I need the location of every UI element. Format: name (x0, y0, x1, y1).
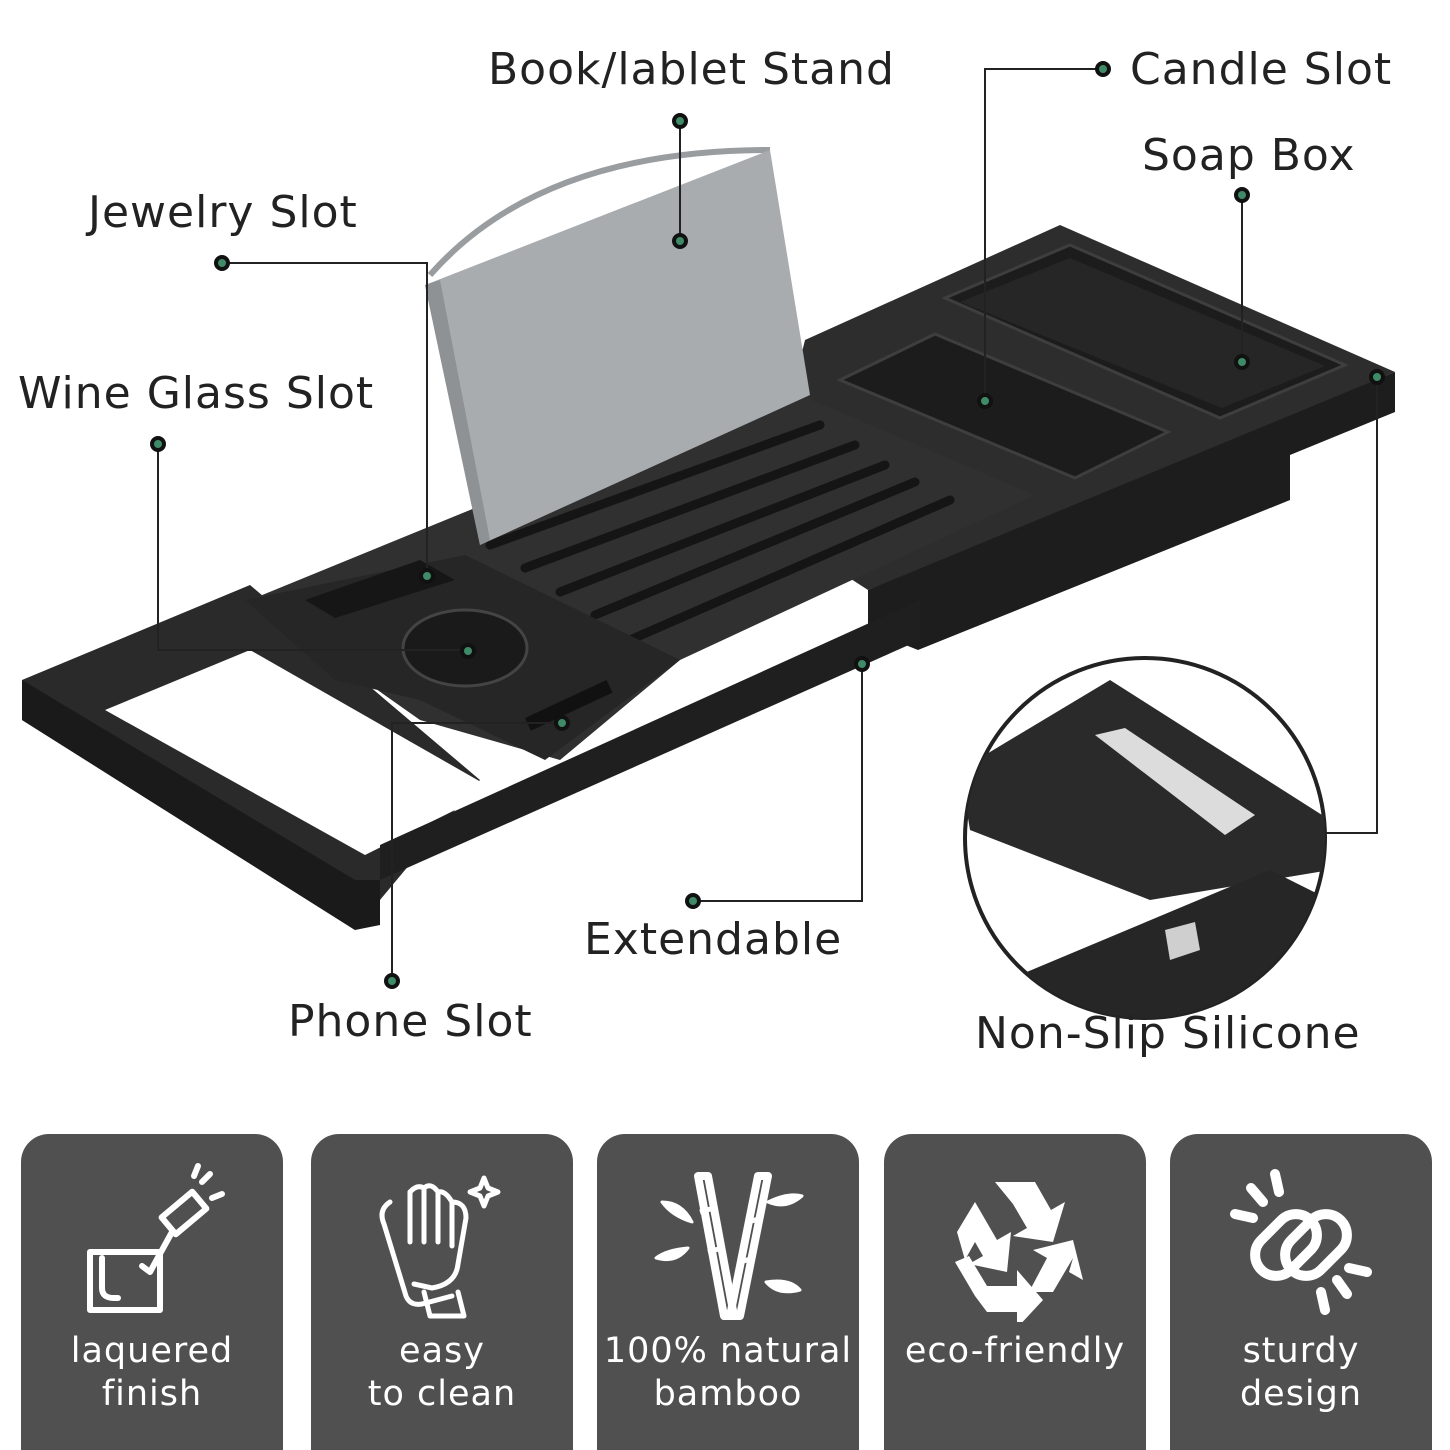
callout-non-slip: Non-Slip Silicone (975, 1008, 1361, 1059)
callout-book-stand: Book/lablet Stand (488, 44, 895, 95)
slats (485, 420, 955, 645)
recycle-icon (955, 1182, 1083, 1322)
frame-opening (105, 650, 495, 855)
feature-label: laquered finish (70, 1331, 234, 1414)
callout-phone-slot: Phone Slot (288, 996, 533, 1047)
cleaning-glove-icon (379, 1175, 501, 1319)
callout-dots (150, 61, 1385, 989)
stand-panel (425, 150, 810, 545)
feature-card-sturdy: sturdy design (1170, 1134, 1432, 1450)
feature-label: sturdy design (1239, 1331, 1363, 1414)
paint-roller-icon (87, 1163, 225, 1313)
bath-tray-drawing (22, 61, 1395, 1020)
feature-card-easy-clean: easy to clean (311, 1134, 573, 1450)
callout-wine-glass-slot: Wine Glass Slot (18, 368, 375, 419)
frame-front (22, 680, 380, 930)
callout-extendable: Extendable (584, 914, 843, 965)
feature-card-laquered: laquered finish (21, 1134, 283, 1450)
phone-slot (525, 679, 613, 731)
feature-label: eco-friendly (904, 1331, 1126, 1371)
feature-label: 100% natural bamboo (603, 1331, 853, 1414)
candle-slot (836, 332, 1172, 480)
feature-card-bamboo: 100% natural bamboo (597, 1134, 859, 1450)
tray-front-right (868, 372, 1395, 650)
callout-jewelry-slot: Jewelry Slot (88, 187, 358, 238)
stand-wire (427, 147, 771, 277)
jewelry-slot (305, 560, 455, 618)
product-illustration: Book/lablet Stand Candle Slot Soap Box J… (18, 44, 1395, 1059)
feature-card-eco: eco-friendly (884, 1134, 1146, 1450)
feature-cards: laquered finish easy to clean 100% nat (0, 1134, 1450, 1450)
callout-soap-box: Soap Box (1142, 130, 1356, 181)
bamboo-icon (654, 1172, 804, 1320)
leader-lines (157, 68, 1378, 980)
callout-candle-slot: Candle Slot (1130, 44, 1393, 95)
chain-link-icon (1230, 1169, 1372, 1315)
feature-label: easy to clean (367, 1331, 517, 1414)
